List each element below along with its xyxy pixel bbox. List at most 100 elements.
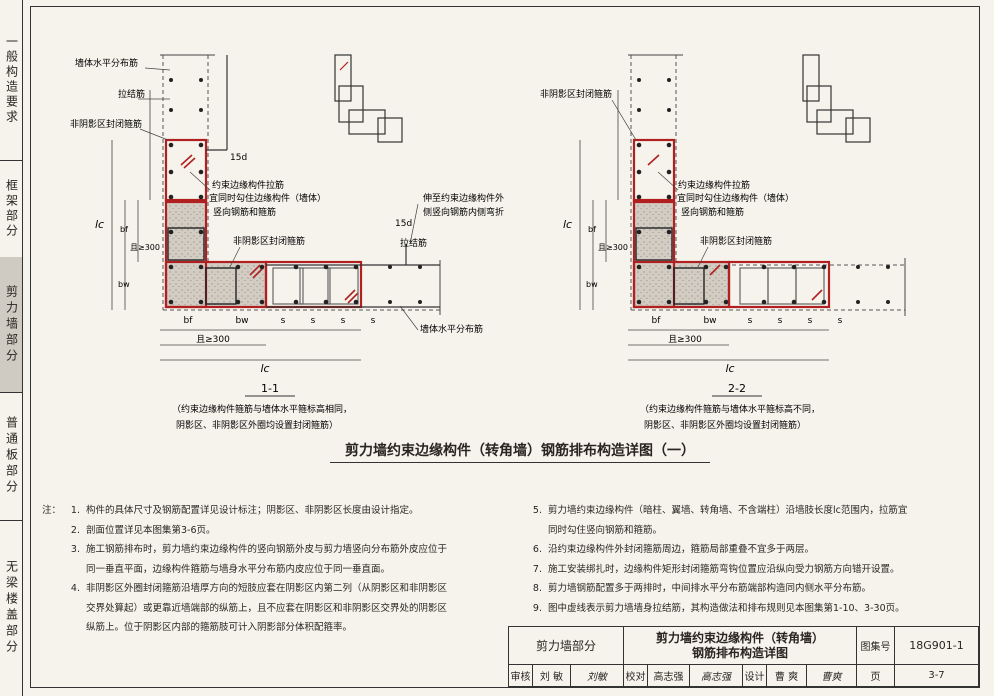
tb-review-label: 审核 [509,665,533,687]
dim-bf-vertical: bf [588,225,596,234]
drawing-title: 剪力墙约束边缘构件（转角墙）钢筋排布构造详图（一） [330,440,710,463]
tab-shear-wall[interactable]: 剪力墙部分 [0,257,22,393]
detail-drawings: bf bw s s s s 且≥300 lc lc bf bw 且≥300 墙体… [70,54,906,431]
tab-label: 剪力墙部分 [4,284,19,365]
label-hook-note-2: 竖向钢筋和箍筋 [213,206,276,218]
notes-left: 注： 1.构件的具体尺寸及钢筋配置详见设计标注；阴影区、非阴影区长度由设计指定。… [42,501,502,638]
note-line: 1.构件的具体尺寸及钢筋配置详见设计标注；阴影区、非阴影区长度由设计指定。 [64,501,502,521]
label-wall-horizontal-bar: 墙体水平分布筋 [75,57,138,69]
note-line: 8. 剪力墙钢筋配置多于两排时，中间排水平分布筋端部构造同内侧水平分布筋。 [526,579,976,599]
note-number: 5. [532,505,542,516]
note-text: 剪力墙约束边缘构件（暗柱、翼墙、转角墙、不含端柱）沿墙肢长度lc范围内，拉筋宜 [548,505,908,516]
label-hook-note-2: 竖向钢筋和箍筋 [681,206,744,218]
dim-s: s [808,316,813,326]
caption-2-2-line1: （约束边缘构件箍筋与墙体水平箍标高不同， [640,403,820,415]
note-line: 9. 图中虚线表示剪力墙墙身拉结筋，其构造做法和排布规则见本图集第1-10、3-3… [526,599,976,619]
dim-ge300: 且≥300 [196,334,230,345]
tb-name-line1: 剪力墙约束边缘构件（转角墙） [655,630,824,645]
note-line: 4.非阴影区外圈封闭箍筋沿墙厚方向的短肢应套在阴影区内第二列（从阴影区和非阴影区 [64,579,502,599]
label-extend-note-2: 侧竖向钢筋内侧弯折 [423,206,504,218]
label-nonshadow-hoop: 非阴影区封闭箍筋 [540,88,612,100]
note-text: 沿约束边缘构件外封闭箍筋周边，箍筋局部重叠不宜多于两层。 [548,544,815,555]
tb-atlas-no: 18G901-1 [895,627,979,665]
tb-drawing-name: 剪力墙约束边缘构件（转角墙） 钢筋排布构造详图 [624,627,857,665]
dim-bw-vertical: bw [118,280,130,289]
tb-check-signature: 高志强 [690,665,743,687]
caption-1-1-line1: （约束边缘构件箍筋与墙体水平箍标高相同， [172,403,352,415]
label-boundary-tie: 约束边缘构件拉筋 [678,179,750,191]
label-tie-bar: 拉结筋 [118,88,145,100]
tab-label: 无梁楼盖部分 [4,560,19,656]
dim-lc-vertical: lc [563,218,572,231]
dim-bw-vertical: bw [586,280,598,289]
note-number: 3. [70,544,80,555]
dim-ge300-vertical: 且≥300 [598,243,628,252]
note-text: 施工安装绑扎时，边缘构件矩形封闭箍筋弯钩位置应沿纵向受力钢筋方向错开设置。 [548,563,900,575]
dim-s: s [281,316,286,326]
dim-s: s [748,316,753,326]
tb-design-label: 设计 [743,665,767,687]
tab-general[interactable]: 一般构造要求 [0,0,22,161]
dim-bw: bw [235,316,248,326]
detail-2-2: bf bw s s s s 且≥300 lc lc bf bw 且≥300 非阴… [540,54,906,431]
note-line: 2.剖面位置详见本图集第3-6页。 [64,521,502,541]
label-wall-horizontal-bar-2: 墙体水平分布筋 [420,323,483,335]
note-text: 同时勾住竖向钢筋和箍筋。 [548,524,663,536]
note-number [64,560,80,580]
note-line: 6.沿约束边缘构件外封闭箍筋周边，箍筋局部重叠不宜多于两层。 [526,540,976,560]
dim-lc: lc [260,362,269,375]
tb-reviewer: 刘 敏 [533,665,571,687]
dim-bw: bw [703,316,716,326]
notes-right: 5. 剪力墙约束边缘构件（暗柱、翼墙、转角墙、不含端柱）沿墙肢长度lc范围内，拉筋… [526,501,976,618]
label-nonshadow-hoop-2: 非阴影区封闭箍筋 [233,235,305,247]
note-line: 同时勾住竖向钢筋和箍筋。 [526,521,976,541]
tb-check-label: 校对 [624,665,648,687]
note-text: 剪力墙钢筋配置多于两排时，中间排水平分布筋端部构造同内侧水平分布筋。 [548,583,872,594]
dim-ge300: 且≥300 [668,334,702,345]
note-text: 同一垂直平面，边缘构件箍筋与墙身水平分布筋内皮应位于同一垂直面。 [86,563,391,575]
note-line: 交界处算起）或更靠近墙端部的纵筋上，且不应套在阴影区和非阴影区交界处的阴影区 [64,599,502,619]
label-boundary-tie: 约束边缘构件拉筋 [212,179,284,191]
label-15d-right: 15d [395,219,412,229]
note-number: 8. [532,583,542,594]
caption-1-1-line2: 阴影区、非阴影区外圈均设置封闭箍筋） [176,419,338,431]
label-hook-note-1: 宜同时勾住边缘构件（墙体） [677,192,794,204]
note-text: 交界处算起）或更靠近墙端部的纵筋上，且不应套在阴影区和非阴影区交界处的阴影区 [86,602,448,614]
dim-ge300-vertical: 且≥300 [130,243,160,252]
dim-lc: lc [725,362,734,375]
caption-2-2-line2: 阴影区、非阴影区外圈均设置封闭箍筋） [644,419,806,431]
note-number: 7. [532,563,542,575]
dim-s: s [778,316,783,326]
tab-label: 普通板部分 [4,416,19,496]
note-line: 5. 剪力墙约束边缘构件（暗柱、翼墙、转角墙、不含端柱）沿墙肢长度lc范围内，拉筋… [526,501,976,521]
tab-flat-slab[interactable]: 无梁楼盖部分 [0,520,22,696]
dim-s: s [838,316,843,326]
note-text: 构件的具体尺寸及钢筋配置详见设计标注；阴影区、非阴影区长度由设计指定。 [86,505,419,516]
tb-page-label: 页 [857,665,895,687]
tb-checker: 高志强 [648,665,690,687]
note-number [64,618,80,638]
note-text: 纵筋上。位于阴影区内部的箍筋肢可计入阴影部分体积配箍率。 [86,622,353,633]
tb-design-signature: 曹爽 [807,665,857,687]
tb-name-line2: 钢筋排布构造详图 [691,645,788,660]
section-label-1-1: 1-1 [261,382,279,395]
section-label-2-2: 2-2 [728,382,746,395]
note-number: 4. [70,583,80,594]
label-nonshadow-hoop: 非阴影区封闭箍筋 [70,118,142,130]
tab-slab[interactable]: 普通板部分 [0,392,22,521]
tb-review-signature: 刘敏 [571,665,624,687]
title-block: 剪力墙部分 剪力墙约束边缘构件（转角墙） 钢筋排布构造详图 图集号 18G901… [508,626,979,687]
label-15d: 15d [230,153,247,163]
dim-s: s [311,316,316,326]
note-number: 9. [532,602,542,614]
dim-bf: bf [184,316,194,326]
dim-lc-vertical: lc [95,218,104,231]
label-extend-note-1: 伸至约束边缘构件外 [423,192,504,204]
tb-designer: 曹 爽 [767,665,807,687]
note-text: 图中虚线表示剪力墙墙身拉结筋，其构造做法和排布规则见本图集第1-10、3-30页… [548,602,905,614]
notes-prefix: 注： [42,505,62,516]
dim-bf: bf [652,316,662,326]
detail-1-1: bf bw s s s s 且≥300 lc lc bf bw 且≥300 墙体… [70,54,504,431]
drawing-frame [30,6,980,688]
